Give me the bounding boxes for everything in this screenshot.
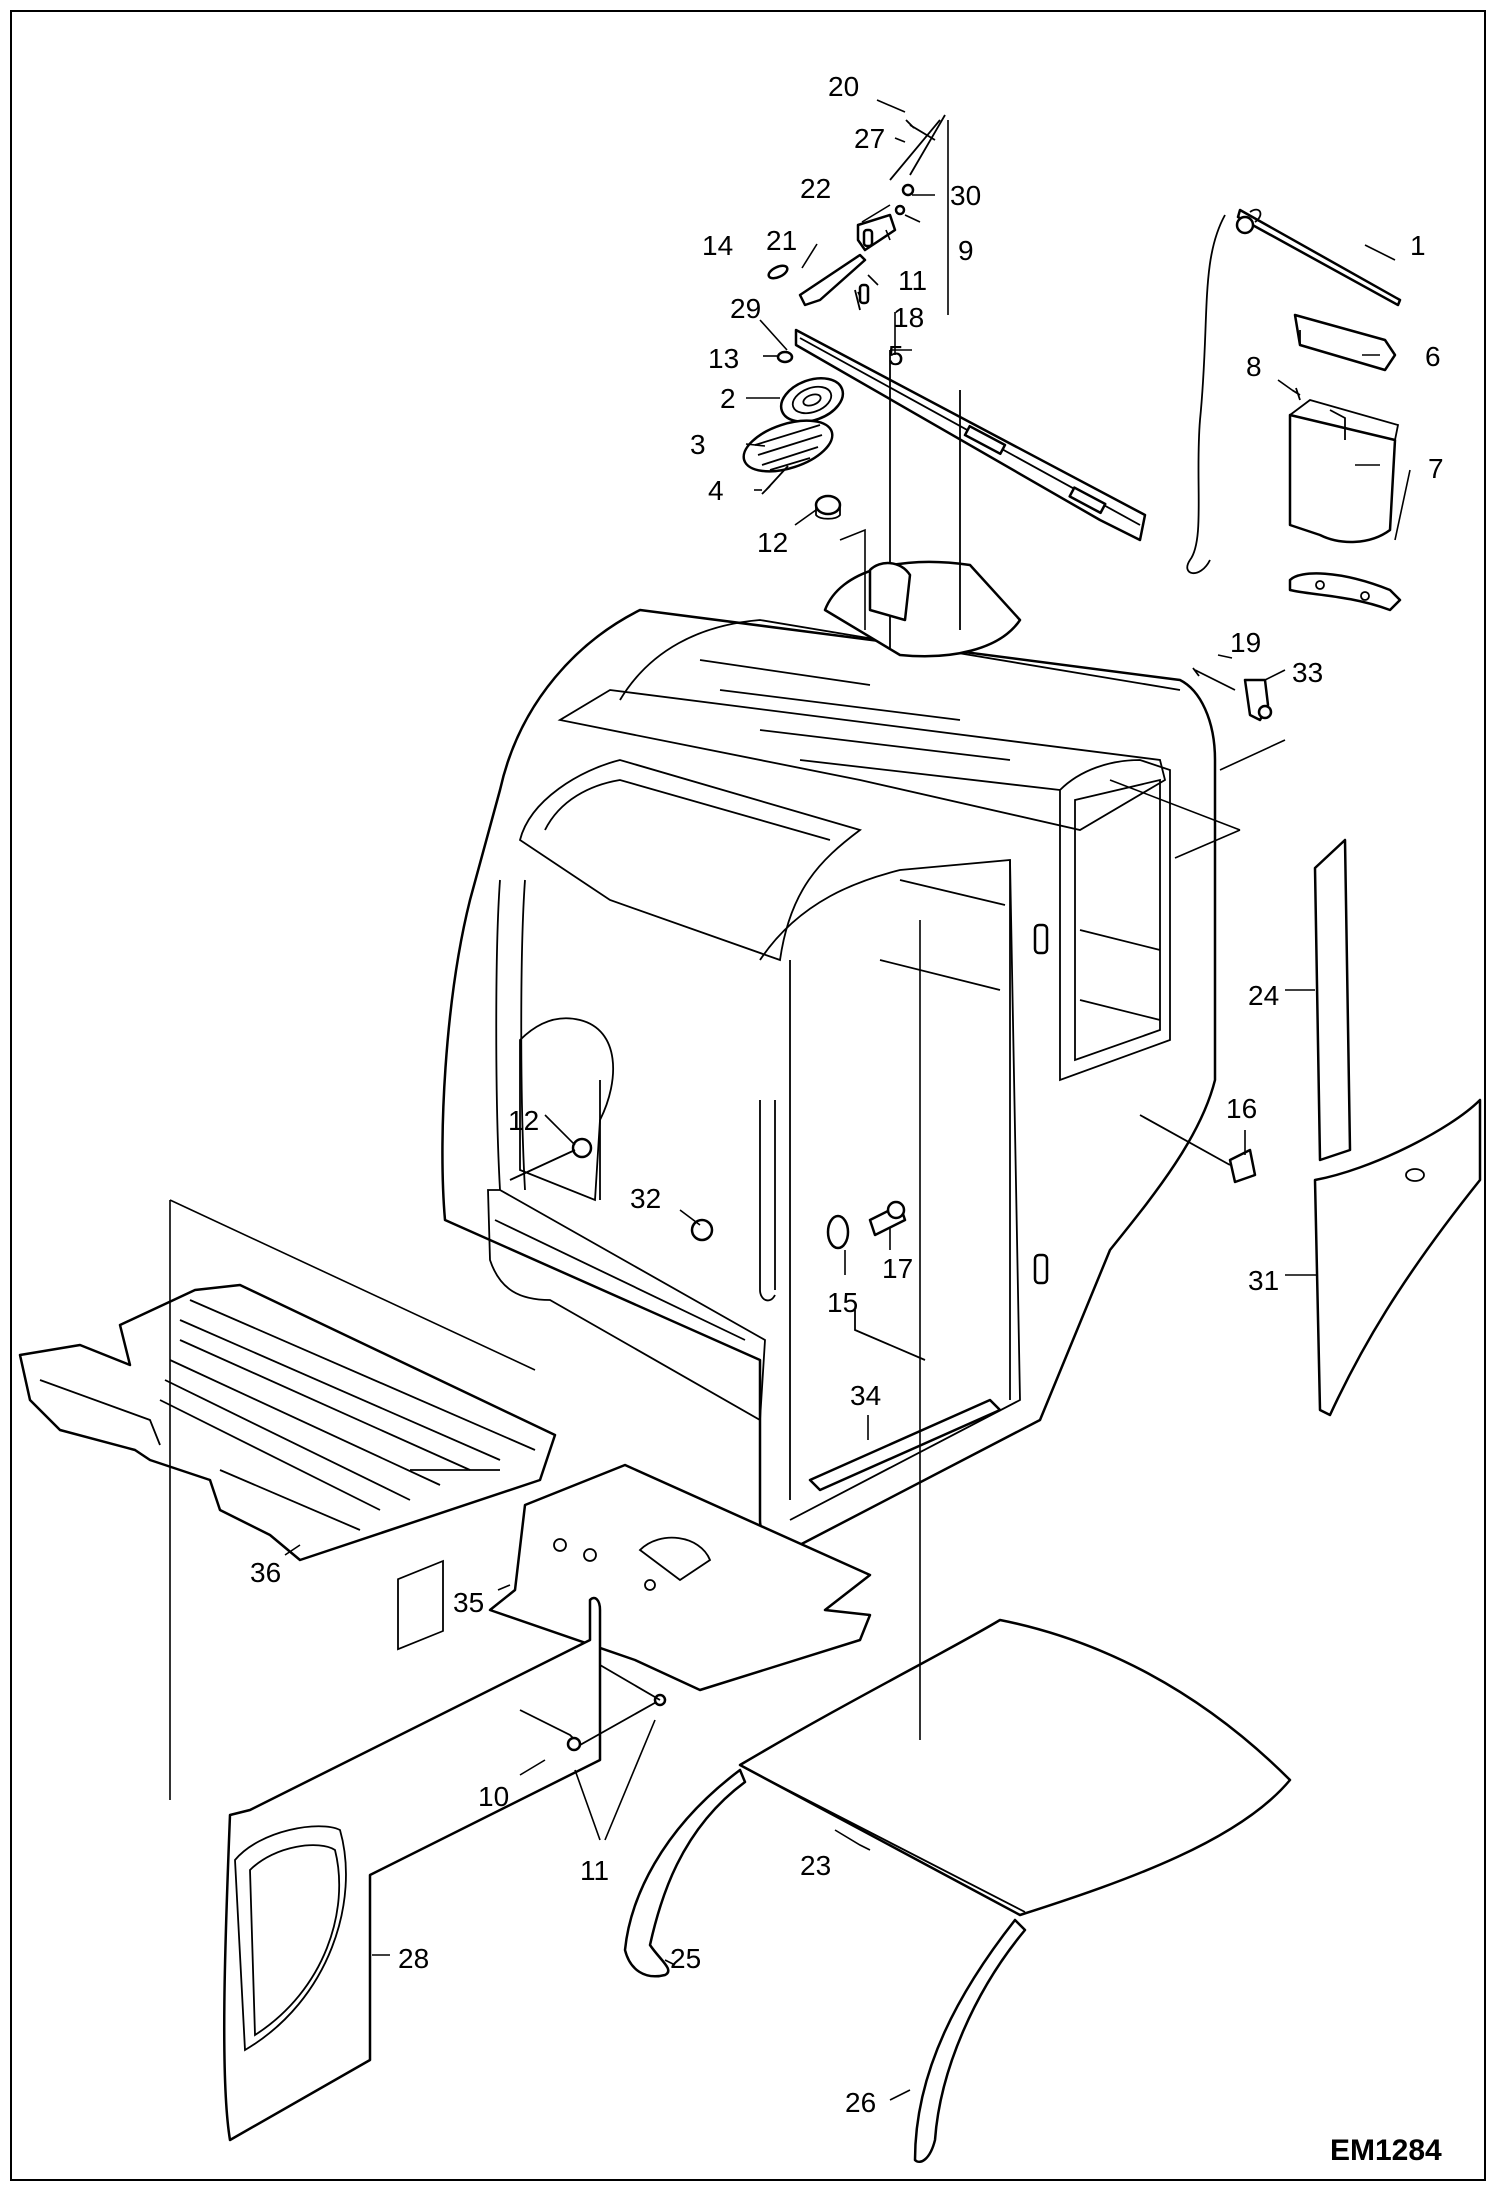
callouts: 1 2 3 4 5 6 7 8 9 10 11 11 12 12 13 14 1…: [250, 71, 1444, 2118]
screw: [1291, 387, 1301, 401]
callout-22: 22: [800, 173, 831, 204]
assembly-lines: [169, 528, 1286, 1800]
speaker-grille: [742, 419, 834, 473]
callout-20: 20: [828, 71, 859, 102]
callout-29: 29: [730, 293, 761, 324]
callout-36: 36: [250, 1557, 281, 1588]
rear-trim: [913, 1918, 1027, 2164]
knob: [1139, 1114, 1257, 1184]
radio-box: [1288, 313, 1402, 612]
callout-32: 32: [630, 1183, 661, 1214]
callout-16: 16: [1226, 1093, 1257, 1124]
callout-1: 1: [1410, 230, 1426, 261]
callout-31: 31: [1248, 1265, 1279, 1296]
callout-33: 33: [1292, 657, 1323, 688]
callout-18: 18: [893, 302, 924, 333]
mirror-bracket: [798, 114, 946, 311]
callout-17: 17: [882, 1253, 913, 1284]
headliner: [738, 1618, 1292, 1917]
rear-panel: [222, 1559, 602, 2142]
callout-19: 19: [1230, 627, 1261, 658]
speaker: [779, 377, 845, 423]
callout-23: 23: [800, 1850, 831, 1881]
pin: [767, 264, 789, 280]
front-trim: [623, 1768, 747, 1978]
callout-24: 24: [1248, 980, 1279, 1011]
bolt: [905, 119, 936, 141]
callout-10: 10: [478, 1781, 509, 1812]
plug-lower: [509, 1137, 593, 1181]
callout-28: 28: [398, 1943, 429, 1974]
floor-panel: [488, 1463, 872, 1692]
callout-12b: 12: [508, 1105, 539, 1136]
drawing-frame: [10, 10, 1486, 2181]
bushing: [868, 1200, 907, 1237]
trim-strip: [1313, 838, 1352, 1162]
callout-26: 26: [845, 2087, 876, 2118]
floor-mat: [18, 1283, 557, 1562]
callout-25: 25: [670, 1943, 701, 1974]
callout-2: 2: [720, 383, 736, 414]
callout-30: 30: [950, 180, 981, 211]
callout-13: 13: [708, 343, 739, 374]
callout-14: 14: [702, 230, 733, 261]
callout-15: 15: [827, 1287, 858, 1318]
hinge: [1192, 667, 1273, 722]
callout-21: 21: [766, 225, 797, 256]
roof-mount-bracket: [794, 328, 1147, 650]
cab-frame: [441, 560, 1217, 1552]
callout-8: 8: [1246, 351, 1262, 382]
callout-3: 3: [690, 429, 706, 460]
callout-27: 27: [854, 123, 885, 154]
callout-11a: 11: [898, 265, 927, 296]
drawing-code: EM1284: [1330, 2134, 1442, 2167]
latch: [826, 1214, 850, 1250]
side-panel: [1313, 1098, 1482, 1417]
washer: [776, 350, 794, 364]
callout-35: 35: [453, 1587, 484, 1618]
strap: [519, 1664, 667, 1752]
callout-6: 6: [1425, 341, 1441, 372]
callout-7: 7: [1428, 453, 1444, 484]
leader-lines: [284, 99, 1411, 2101]
callout-11b: 11: [580, 1855, 609, 1886]
callout-34: 34: [850, 1380, 881, 1411]
callout-12a: 12: [757, 527, 788, 558]
callout-5: 5: [888, 340, 904, 371]
callout-9: 9: [958, 235, 974, 266]
plug: [814, 494, 842, 520]
callout-4: 4: [708, 475, 724, 506]
screw: [761, 465, 789, 495]
clip: [690, 1218, 714, 1242]
antenna: [1186, 208, 1402, 575]
